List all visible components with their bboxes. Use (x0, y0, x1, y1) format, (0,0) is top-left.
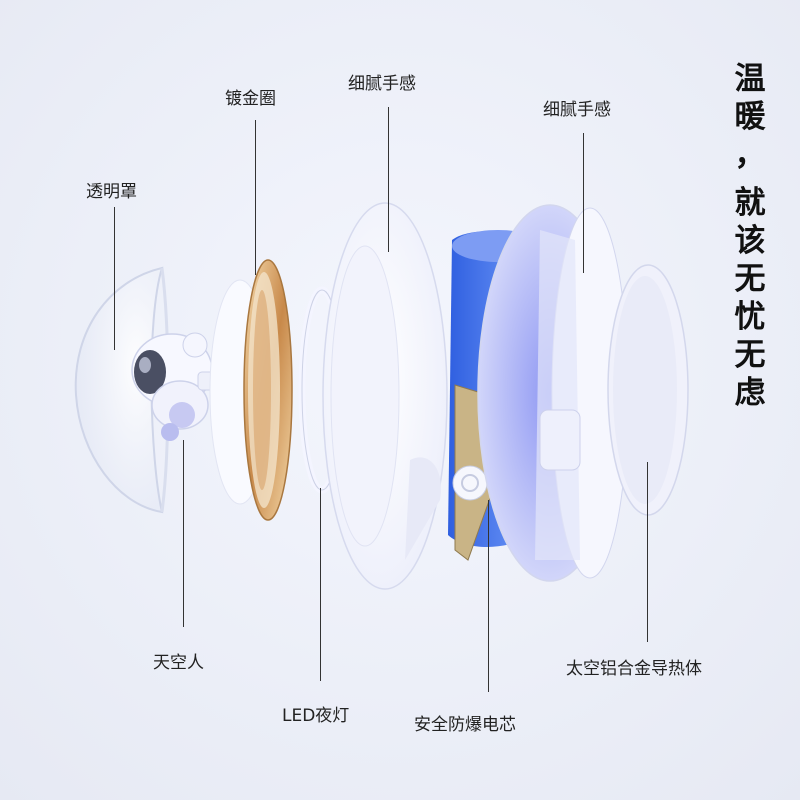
slogan-char: 无 (734, 337, 766, 373)
label-dome: 透明罩 (86, 182, 137, 202)
gold-ring (243, 259, 293, 521)
leader-core (488, 500, 489, 692)
leader-dome (114, 207, 115, 350)
slogan-char: 忧 (734, 299, 766, 335)
leader-astronaut (183, 440, 184, 627)
aluminum-heatsink (607, 264, 689, 516)
rear-shell (477, 204, 629, 582)
slogan-char: 暖 (734, 99, 766, 135)
slogan-char: 就 (734, 185, 766, 221)
slogan-char: 温 (734, 61, 766, 97)
leader-shell-front (388, 107, 389, 252)
slogan-char: 虑 (734, 375, 766, 411)
slogan-char: 无 (734, 261, 766, 297)
label-core: 安全防爆电芯 (414, 715, 516, 735)
slogan-line-1: 温暖， (728, 60, 772, 174)
slogan-char: 该 (734, 223, 766, 259)
label-led: LED夜灯 (282, 706, 350, 726)
label-gold-ring: 镀金圈 (225, 89, 276, 109)
slogan-line-2: 就该无忧无虑 (728, 184, 772, 412)
label-astronaut: 天空人 (153, 653, 204, 673)
slogan-char: ， (734, 137, 766, 173)
label-shell-front: 细腻手感 (348, 74, 416, 94)
slogan: 温暖， 就该无忧无虑 (728, 60, 772, 412)
label-shell-back: 细腻手感 (543, 100, 611, 120)
label-heatsink: 太空铝合金导热体 (566, 659, 702, 679)
leader-led (320, 488, 321, 681)
front-shell (322, 202, 448, 590)
leader-heatsink (647, 462, 648, 642)
leader-shell-back (583, 133, 584, 273)
astronaut-figure (131, 332, 217, 441)
leader-gold-ring (255, 120, 256, 275)
